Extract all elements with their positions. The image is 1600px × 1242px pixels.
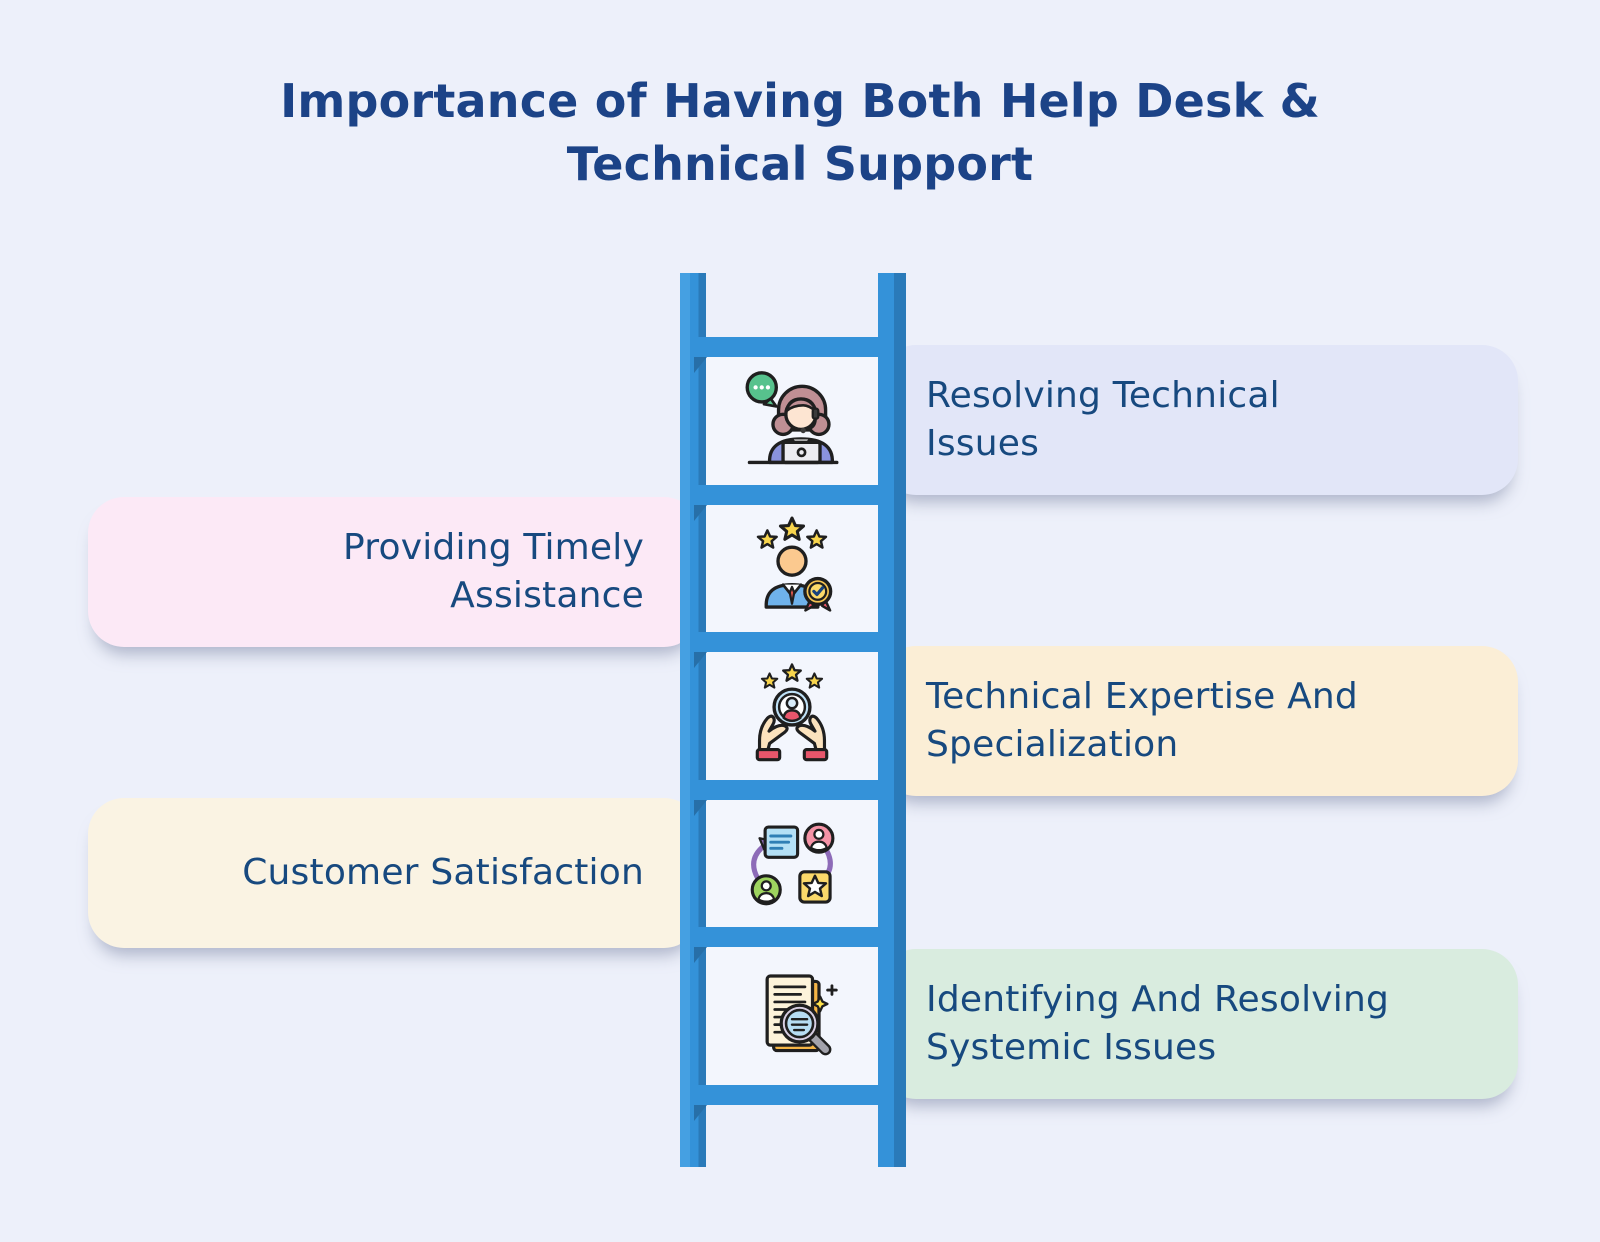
info-card-label: Identifying And Resolving Systemic Issue… xyxy=(926,979,1390,1068)
ladder-cell xyxy=(706,652,878,780)
info-card: Identifying And Resolving Systemic Issue… xyxy=(880,949,1518,1099)
info-card: Customer Satisfaction xyxy=(88,798,700,948)
rated-person-award-icon xyxy=(736,513,848,625)
ladder-rail-right xyxy=(878,273,906,1167)
info-card-label: Technical Expertise And Specialization xyxy=(926,676,1358,765)
info-card-label: Customer Satisfaction xyxy=(242,852,644,894)
ladder-rung xyxy=(694,1085,884,1121)
ladder-rail-left xyxy=(680,273,706,1167)
feedback-exchange-icon xyxy=(736,808,848,920)
ladder-cell xyxy=(706,357,878,485)
info-card: Resolving Technical Issues xyxy=(880,345,1518,495)
info-card-label: Resolving Technical Issues xyxy=(926,375,1280,464)
ladder-rung xyxy=(694,780,884,816)
document-search-icon xyxy=(738,962,846,1070)
ladder-rung xyxy=(694,485,884,521)
hands-holding-rated-user-icon xyxy=(736,660,848,772)
support-agent-icon xyxy=(736,365,848,477)
ladder-rung xyxy=(694,927,884,963)
ladder-cell xyxy=(706,800,878,927)
page-title: Importance of Having Both Help Desk & Te… xyxy=(280,74,1320,192)
ladder-rung xyxy=(694,337,884,373)
ladder-rung xyxy=(694,632,884,668)
info-card: Technical Expertise And Specialization xyxy=(880,646,1518,796)
info-card: Providing Timely Assistance xyxy=(88,497,700,647)
info-card-label: Providing Timely Assistance xyxy=(343,527,644,616)
ladder-cell xyxy=(706,505,878,632)
ladder-cell xyxy=(706,947,878,1085)
